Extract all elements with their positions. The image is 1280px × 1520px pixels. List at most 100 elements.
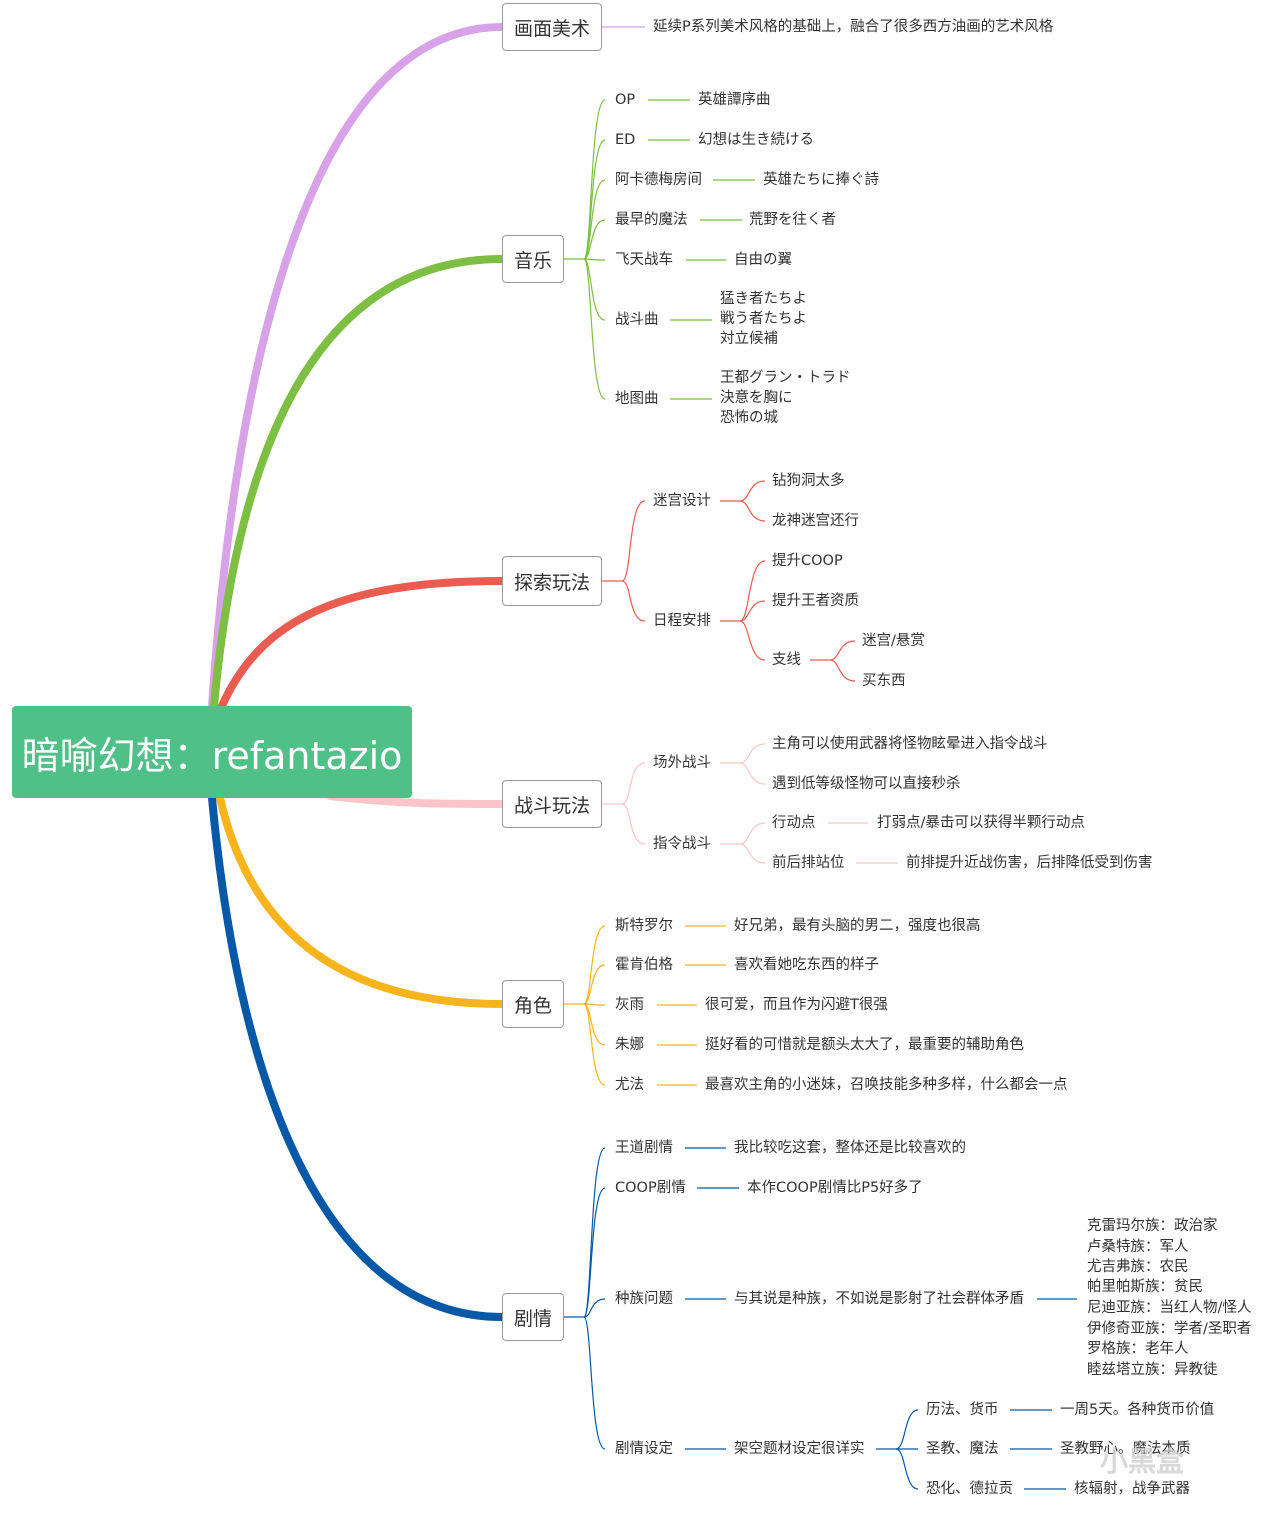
branch-battle-node[interactable]: 战斗玩法	[502, 780, 602, 828]
story-setting-value: 架空题材设定很详实	[734, 1441, 865, 1457]
music-bracket-0	[583, 99, 606, 260]
explore-schedule-child-1: 提升COOP	[772, 553, 843, 569]
story-race-list-4: 帕里帕斯族：贫民	[1087, 1279, 1203, 1295]
field-bracket-2	[739, 762, 766, 785]
story-setting-child-2-value: 圣教野心。魔法本质	[1060, 1441, 1191, 1457]
music-item-op[interactable]: OP	[615, 92, 636, 108]
schedule-bracket-0	[739, 560, 766, 622]
branch-story-label: 剧情	[513, 1307, 552, 1330]
music-item-battle[interactable]: 战斗曲	[615, 312, 659, 328]
character-value-3: 很可爱，而且作为闪避T很强	[705, 997, 888, 1013]
branch-character-line	[216, 794, 506, 1008]
character-name-2[interactable]: 霍肯伯格	[615, 957, 673, 973]
branch-explore-label: 探索玩法	[513, 571, 590, 594]
story-race-value: 与其说是种族，不如说是影射了社会群体矛盾	[734, 1291, 1024, 1307]
story-item-2[interactable]: COOP剧情	[615, 1180, 686, 1196]
branch-explore-node[interactable]: 探索玩法	[502, 556, 602, 606]
maze-bracket-1	[739, 480, 766, 502]
explore-bracket-schedule	[621, 580, 646, 622]
story-race-list-8: 睦兹塔立族：异教徒	[1087, 1362, 1218, 1378]
explore-side[interactable]: 支线	[772, 652, 801, 668]
music-bracket-6	[583, 258, 606, 400]
character-name-1[interactable]: 斯特罗尔	[615, 918, 673, 934]
music-value-map-2: 決意を胸に	[720, 390, 793, 406]
branch-explore-line	[218, 577, 506, 710]
explore-maze[interactable]: 迷宫设计	[653, 493, 711, 509]
music-item-first-magic[interactable]: 最早的魔法	[615, 212, 688, 228]
explore-side-child-2: 买东西	[862, 673, 906, 689]
side-bracket-2	[829, 659, 856, 682]
root-label: 暗喻幻想：refantazio	[21, 733, 403, 778]
battle-bracket-field	[621, 762, 646, 805]
explore-schedule[interactable]: 日程安排	[653, 613, 711, 629]
schedule-bracket-1	[739, 600, 766, 622]
branch-battle-label: 战斗玩法	[513, 794, 590, 817]
character-name-5[interactable]: 尤法	[615, 1077, 644, 1093]
story-bracket-3	[583, 1316, 606, 1450]
music-value-battle-2: 戦う者たちよ	[720, 311, 807, 327]
story-bracket-1	[583, 1187, 606, 1318]
story-setting-child-3-value: 核辐射，战争武器	[1074, 1481, 1190, 1497]
music-bracket-4	[583, 258, 606, 261]
music-item-academy[interactable]: 阿卡德梅房间	[615, 172, 702, 188]
branch-story-line	[208, 794, 506, 1321]
battle-field[interactable]: 场外战斗	[653, 755, 711, 771]
character-value-2: 喜欢看她吃东西的样子	[734, 957, 879, 973]
music-item-ed[interactable]: ED	[615, 132, 636, 148]
battle-field-child-2: 遇到低等级怪物可以直接秒杀	[772, 776, 961, 792]
story-value-1: 我比较吃这套，整体还是比较喜欢的	[734, 1140, 966, 1156]
story-setting-child-3[interactable]: 恐化、德拉贡	[926, 1481, 1013, 1497]
music-value-battle-3: 対立候補	[720, 331, 778, 347]
music-bracket-3	[583, 219, 606, 260]
story-race-list-5: 尼迪亚族：当红人物/怪人	[1087, 1300, 1252, 1316]
explore-maze-child-2: 龙神迷宫还行	[772, 513, 859, 529]
battle-command[interactable]: 指令战斗	[653, 836, 711, 852]
branch-music-node[interactable]: 音乐	[502, 235, 564, 283]
branch-music-line	[210, 255, 506, 710]
schedule-bracket-2	[739, 620, 766, 661]
music-value-op: 英雄譚序曲	[698, 92, 771, 108]
watermark: 小黑盒	[1100, 1445, 1185, 1478]
battle-command-ap[interactable]: 行动点	[772, 815, 816, 831]
story-race-list-2: 卢桑特族：军人	[1087, 1239, 1189, 1255]
music-value-academy: 英雄たちに捧ぐ詩	[763, 172, 879, 188]
story-setting[interactable]: 剧情设定	[615, 1441, 673, 1457]
story-race-list-6: 伊修奇亚族：学者/圣职者	[1087, 1321, 1252, 1337]
branch-art-node[interactable]: 画面美术	[502, 3, 602, 51]
character-bracket-0	[583, 925, 606, 1005]
branch-story-node[interactable]: 剧情	[502, 1293, 564, 1341]
command-bracket-2	[739, 843, 766, 864]
branch-music-label: 音乐	[513, 249, 552, 272]
art-desc: 延续P系列美术风格的基础上，融合了很多西方油画的艺术风格	[653, 19, 1054, 35]
story-race-list-7: 罗格族：老年人	[1087, 1341, 1189, 1357]
character-bracket-1	[583, 964, 606, 1005]
music-item-map[interactable]: 地图曲	[615, 391, 659, 407]
explore-maze-child-1: 钻狗洞太多	[772, 473, 845, 489]
story-bracket-2	[583, 1298, 606, 1318]
story-race-list-3: 尤吉弗族：农民	[1087, 1259, 1189, 1275]
character-name-4[interactable]: 朱娜	[615, 1037, 644, 1053]
story-setting-child-2[interactable]: 圣教、魔法	[926, 1441, 999, 1457]
character-value-5: 最喜欢主角的小迷妹，召唤技能多种多样，什么都会一点	[705, 1077, 1068, 1093]
character-name-3[interactable]: 灰雨	[615, 997, 644, 1013]
maze-bracket-2	[739, 500, 766, 522]
character-bracket-4	[583, 1003, 606, 1086]
story-setting-child-1-value: 一周5天。各种货币价值	[1060, 1402, 1215, 1418]
branch-character-label: 角色	[513, 994, 552, 1017]
character-value-1: 好兄弟，最有头脑的男二，强度也很高	[734, 918, 981, 934]
music-bracket-2	[583, 179, 606, 260]
story-race[interactable]: 种族问题	[615, 1291, 673, 1307]
field-bracket-1	[739, 743, 766, 764]
explore-bracket-maze	[621, 500, 646, 582]
music-value-map-1: 王都グラン・トラド	[720, 370, 851, 386]
root-node[interactable]: 暗喻幻想：refantazio	[12, 706, 412, 798]
story-item-1[interactable]: 王道剧情	[615, 1140, 673, 1156]
battle-bracket-command	[621, 803, 646, 845]
battle-command-row[interactable]: 前后排站位	[772, 855, 845, 871]
branch-character-node[interactable]: 角色	[502, 980, 564, 1028]
branch-battle-line	[326, 792, 506, 808]
music-value-map-3: 恐怖の城	[720, 410, 778, 426]
music-item-chariot[interactable]: 飞天战车	[615, 252, 673, 268]
story-setting-child-1[interactable]: 历法、货币	[926, 1402, 999, 1418]
character-bracket-2	[583, 1003, 606, 1006]
